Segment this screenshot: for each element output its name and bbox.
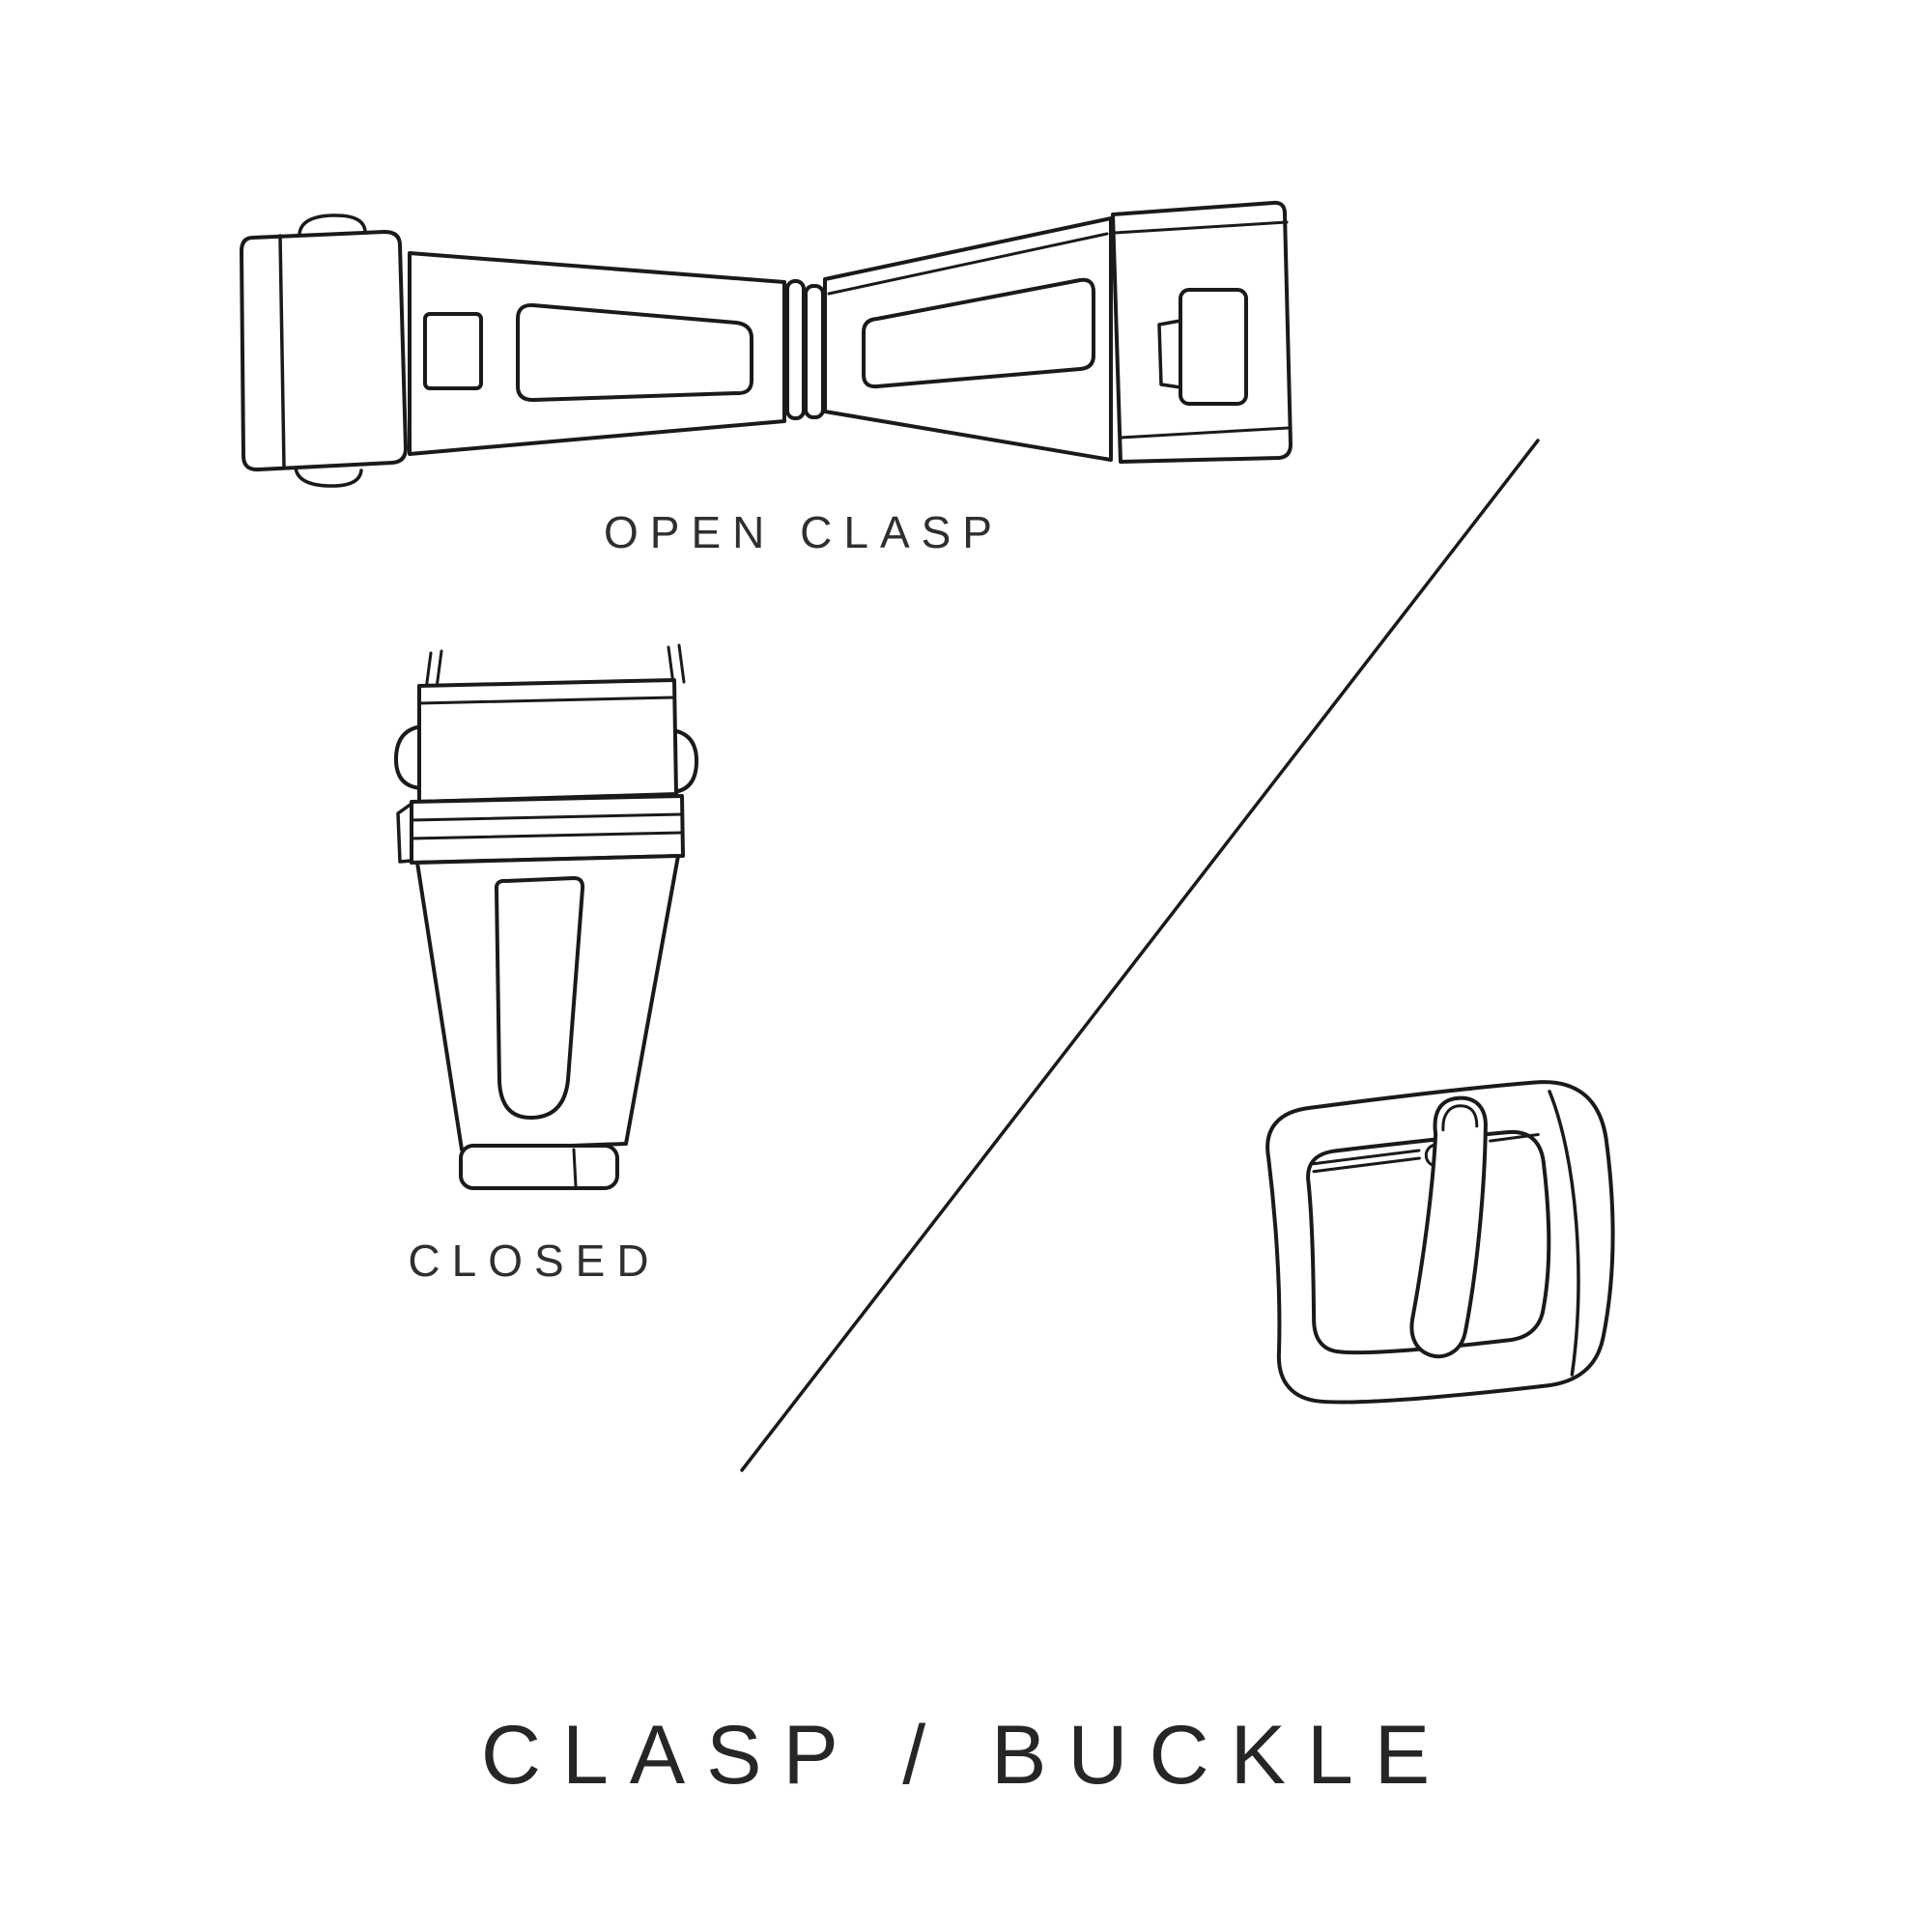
buckle-illustration — [1265, 1080, 1615, 1405]
page-title: CLASP / BUCKLE — [480, 1709, 1452, 1802]
open-clasp-label: OPEN CLASP — [604, 507, 1004, 557]
closed-clasp-body — [415, 854, 680, 1151]
open-clasp-left-arm — [408, 251, 786, 456]
closed-clasp-bottom-bar — [459, 1144, 619, 1190]
buckle-band-curve — [1548, 1090, 1580, 1377]
open-clasp-end-bracket — [1111, 200, 1293, 464]
closed-clasp-top-block — [417, 678, 678, 804]
open-clasp-hinge — [785, 279, 825, 420]
closed-clasp-left-ear — [394, 724, 423, 790]
diagonal-divider-line — [740, 439, 1540, 1472]
open-clasp-fold-block — [240, 213, 408, 488]
open-clasp-illustration — [240, 200, 1293, 488]
closed-clasp-right-ear — [670, 728, 699, 794]
open-clasp-right-arm — [823, 216, 1113, 462]
closed-label: CLOSED — [408, 1236, 661, 1286]
closed-clasp-illustration — [394, 643, 699, 1190]
closed-clasp-prongs — [424, 643, 686, 692]
closed-clasp-band — [396, 794, 685, 865]
buckle-tongue — [1409, 1095, 1488, 1358]
